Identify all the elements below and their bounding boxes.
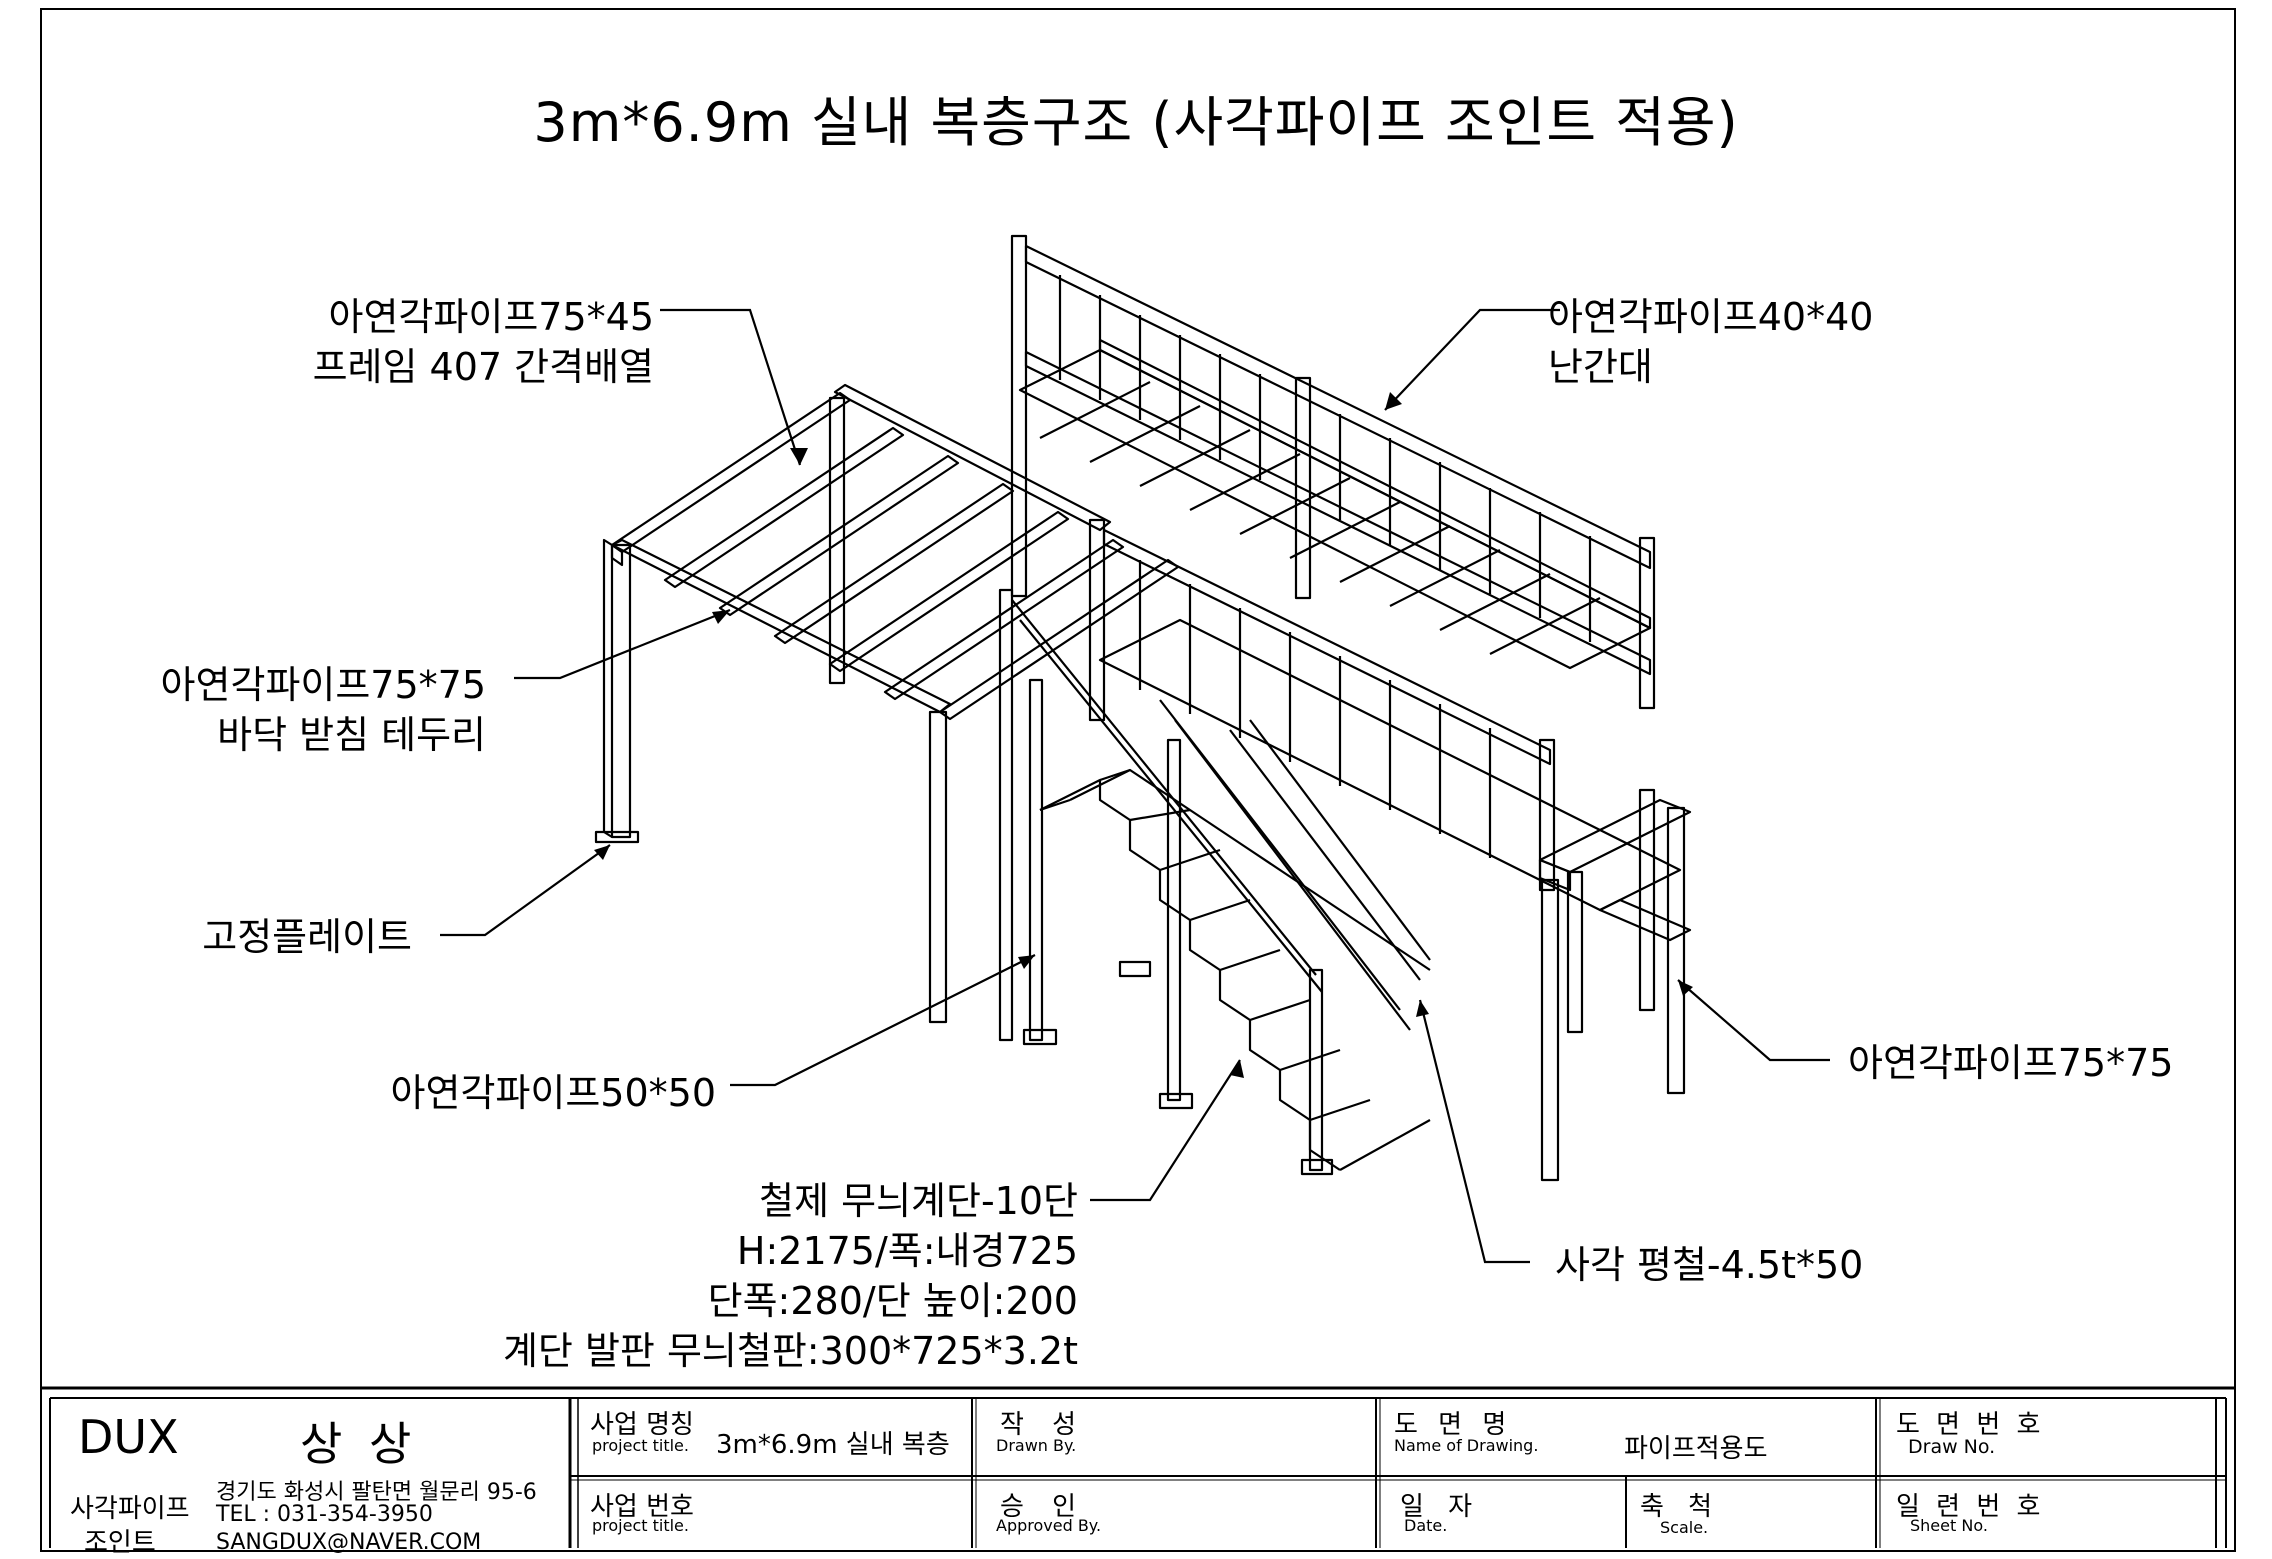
callout-line: 아연각파이프75*75: [160, 663, 486, 707]
drawing-name-label: 도 면 명: [1394, 1410, 1513, 1440]
scale-en: Scale.: [1660, 1518, 1709, 1537]
callout-line: 계단 발판 무늬철판:300*725*3.2t: [502, 1329, 1078, 1373]
company-tel: TEL : 031-354-3950: [216, 1502, 433, 1527]
project-no-label: 사업 번호: [590, 1492, 694, 1522]
callout-line: 고정플레이트: [202, 915, 412, 959]
front-railing: [1088, 518, 1556, 892]
scale-label: 축 척: [1640, 1492, 1721, 1522]
right-posts: [1540, 788, 1686, 1182]
draw-no-label: 도 면 번 호: [1896, 1410, 2045, 1440]
callout-line: 프레임 407 간격배열: [312, 345, 654, 389]
drawing-sheet-border: [40, 8, 2236, 1552]
callout-line: 아연각파이프50*50: [390, 1071, 716, 1115]
callout-flat-bar: 사각 평철-4.5t*50: [1555, 1240, 1863, 1290]
callout-line: 아연각파이프75*45: [328, 295, 654, 339]
callout-line: H:2175/폭:내경725: [736, 1229, 1078, 1273]
callout-post-50: 아연각파이프50*50: [391, 1068, 716, 1118]
approved-by-label: 승 인: [1000, 1492, 1087, 1522]
company-sub-line2: 조인트: [84, 1528, 156, 1558]
brand-name: 상 상: [300, 1417, 418, 1471]
callout-stairs: 철제 무늬계단-10단 H:2175/폭:내경725 단폭:280/단 높이:2…: [503, 1176, 1078, 1376]
stair-assembly: [998, 588, 1431, 1172]
company-sub-line1: 사각파이프: [70, 1494, 190, 1524]
company-logo-text: DUX: [78, 1410, 179, 1464]
callout-line: 단폭:280/단 높이:200: [707, 1279, 1078, 1323]
left-deck-frame: [610, 383, 1180, 721]
project-name-label: 사업 명칭: [590, 1410, 694, 1440]
callout-line: 아연각파이프75*75: [1848, 1041, 2174, 1085]
sheet-no-label: 일 련 번 호: [1896, 1492, 2045, 1522]
leader-arrows: [594, 392, 1693, 1078]
callout-line: 난간대: [1548, 345, 1653, 389]
back-railing: [1010, 234, 1656, 710]
drawing-title: 3m*6.9m 실내 복층구조 (사각파이프 조인트 적용): [533, 91, 1739, 154]
date-en: Date.: [1404, 1516, 1448, 1535]
project-name-value: 3m*6.9m 실내 복층: [716, 1430, 950, 1460]
base-plates: [594, 830, 1334, 1176]
callout-post-75: 아연각파이프75*75: [1848, 1038, 2173, 1088]
callout-floor-edge: 아연각파이프75*75 바닥 받침 테두리: [161, 660, 486, 760]
callout-line: 사각 평철-4.5t*50: [1555, 1243, 1864, 1287]
project-no-en: project title.: [592, 1516, 689, 1535]
project-name-en: project title.: [592, 1436, 689, 1455]
callout-frame-pipe: 아연각파이프75*45 프레임 407 간격배열: [313, 292, 654, 392]
title-block-grid: [40, 1386, 2236, 1548]
callout-railing-pipe: 아연각파이프40*40 난간대: [1548, 292, 1873, 392]
callout-line: 아연각파이프40*40: [1548, 295, 1874, 339]
approved-by-en: Approved By.: [996, 1516, 1102, 1535]
callout-line: 철제 무늬계단-10단: [759, 1179, 1078, 1223]
drawing-name-en: Name of Drawing.: [1394, 1436, 1539, 1455]
company-address: 경기도 화성시 팔탄면 월문리 95-6: [216, 1480, 537, 1505]
drawn-by-label: 작 성: [1000, 1410, 1087, 1440]
date-label: 일 자: [1400, 1492, 1481, 1522]
drawing-name-value: 파이프적용도: [1624, 1434, 1768, 1464]
leader-lines: [440, 308, 1830, 1264]
callout-fixing-plate: 고정플레이트: [202, 912, 412, 962]
draw-no-en: Draw No.: [1908, 1436, 1996, 1458]
drawn-by-en: Drawn By.: [996, 1436, 1077, 1455]
sheet-no-en: Sheet No.: [1910, 1516, 1988, 1535]
left-posts: [602, 396, 948, 1024]
callout-line: 바닥 받침 테두리: [217, 713, 486, 757]
company-email: SANGDUX@NAVER.COM: [216, 1530, 482, 1555]
